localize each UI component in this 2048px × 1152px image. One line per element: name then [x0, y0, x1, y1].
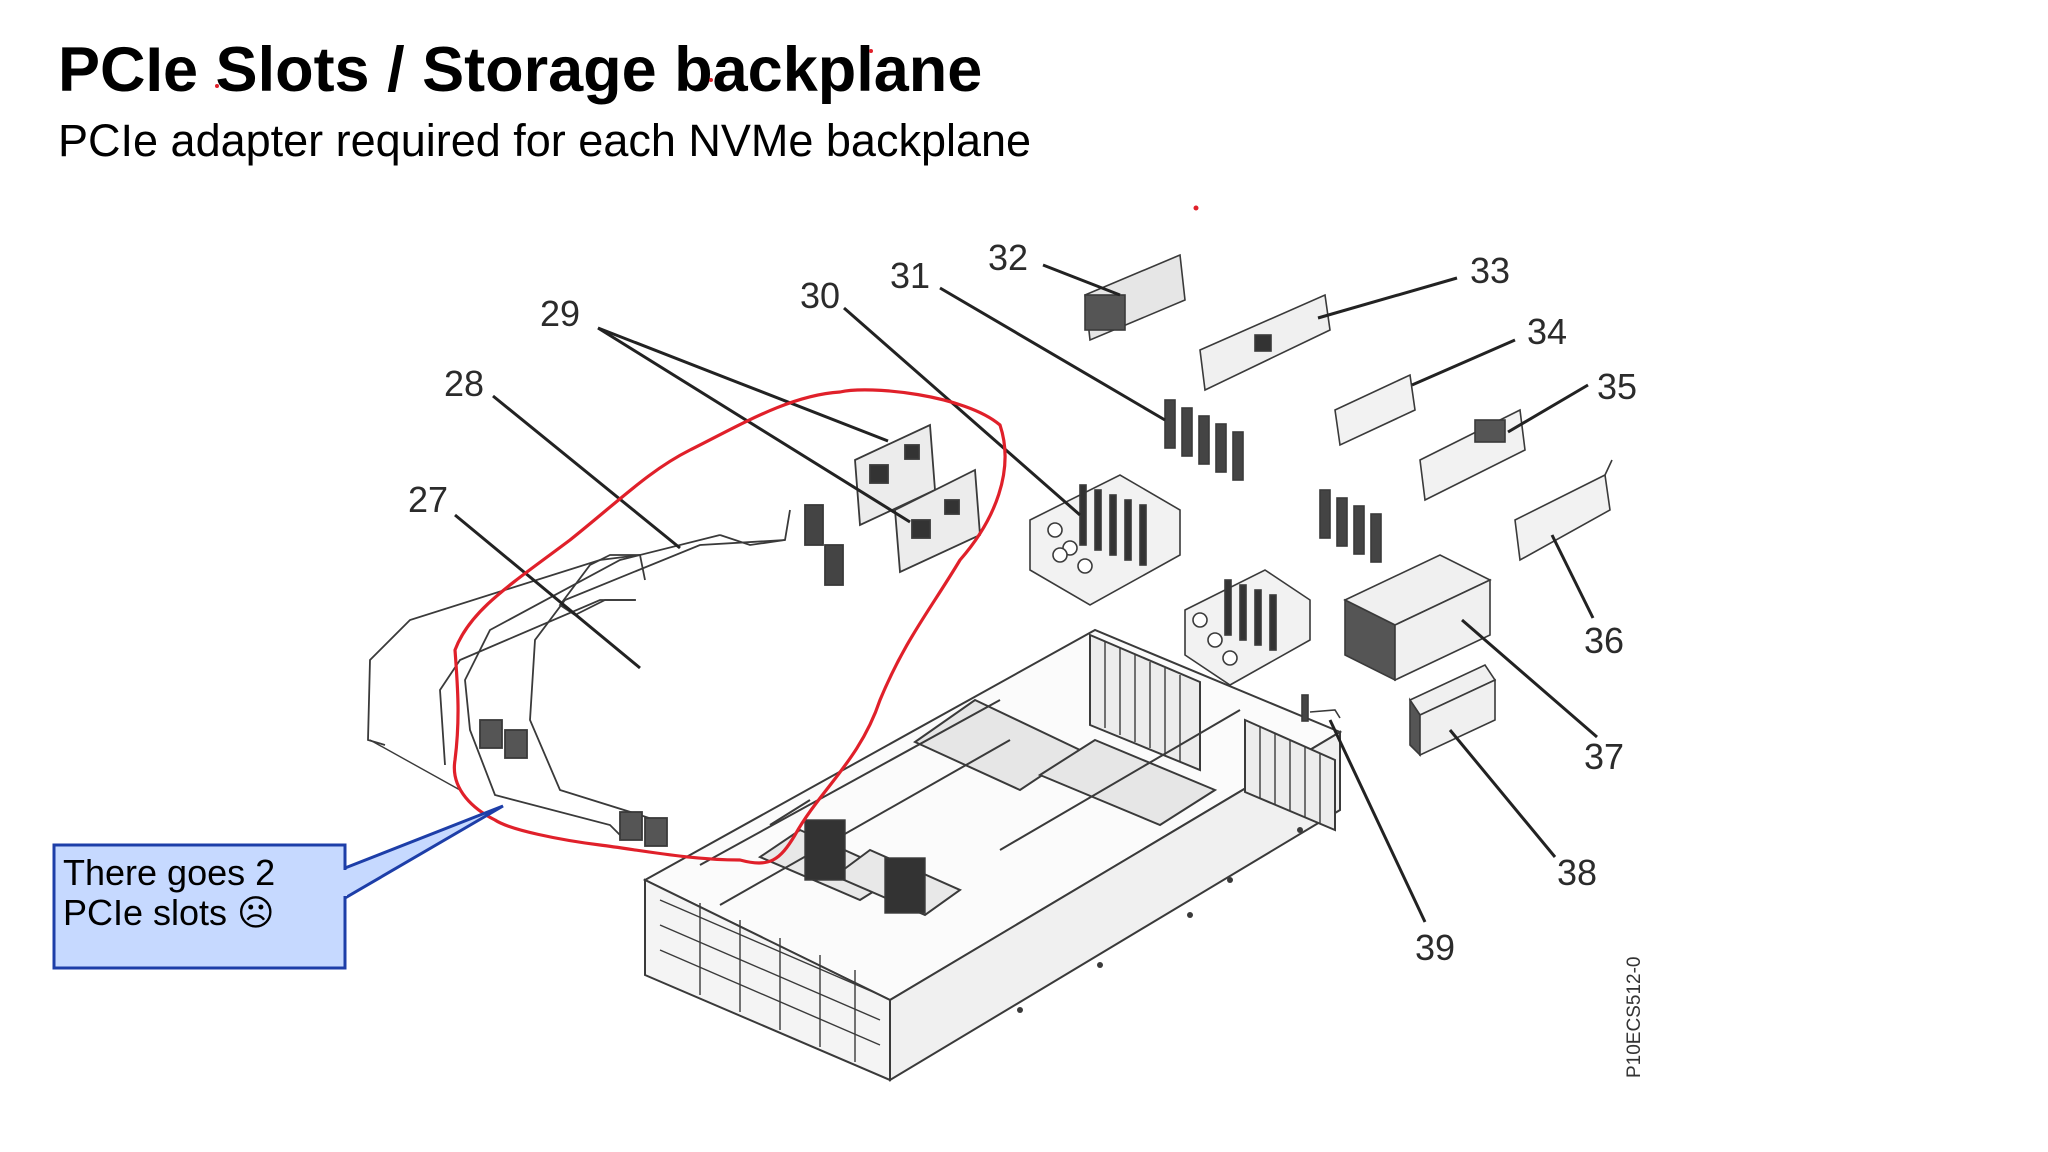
memory-modules — [1319, 489, 1382, 563]
part-number-32: 32 — [988, 237, 1028, 278]
part-number-39: 39 — [1415, 927, 1455, 968]
chassis — [642, 628, 1343, 1082]
slide-subtitle: PCIe adapter required for each NVMe back… — [58, 115, 1032, 166]
part-number-27: 27 — [408, 479, 448, 520]
part-number-30: 30 — [800, 275, 840, 316]
callout — [52, 804, 504, 970]
cable-28 — [464, 504, 844, 847]
slide-title: PCIe Slots / Storage backplane — [58, 35, 983, 105]
pcie-adapter-32 — [1084, 253, 1186, 342]
red-dot-mark — [215, 84, 219, 88]
heatsink-second — [1184, 569, 1311, 686]
red-dot-mark — [1193, 205, 1199, 211]
part-number-38: 38 — [1557, 852, 1597, 893]
memory-modules-31 — [1164, 399, 1244, 481]
red-dot-mark — [869, 49, 873, 53]
part-number-37: 37 — [1584, 736, 1624, 777]
callout-pointer — [343, 804, 504, 901]
storage-cage-38 — [1408, 663, 1497, 757]
part-number-31: 31 — [890, 255, 930, 296]
power-supply-37 — [1343, 554, 1492, 682]
callout-box — [52, 843, 347, 970]
part-number-35: 35 — [1597, 366, 1637, 407]
part-number-33: 33 — [1470, 250, 1510, 291]
callout-line-2: PCIe slots ☹ — [63, 892, 275, 933]
cable-27 — [367, 554, 646, 791]
red-highlight-loop — [452, 388, 1007, 865]
part-number-29: 29 — [540, 293, 580, 334]
figure-id: P10ECS512-0 — [1624, 957, 1645, 1078]
leader-lines — [454, 263, 1598, 923]
bracket-39 — [1301, 694, 1341, 722]
board-33 — [1199, 293, 1331, 392]
part-number-28: 28 — [444, 363, 484, 404]
adapter-card-35 — [1419, 408, 1526, 502]
callout-line-1: There goes 2 — [63, 852, 276, 893]
adapter-card-34 — [1334, 373, 1416, 447]
adapter-card-36 — [1514, 459, 1613, 562]
red-dot-mark — [709, 78, 713, 82]
heatsink-30 — [1029, 474, 1181, 606]
part-number-34: 34 — [1527, 311, 1567, 352]
part-number-36: 36 — [1584, 620, 1624, 661]
callout-text: There goes 2 PCIe slots ☹ — [63, 853, 343, 933]
